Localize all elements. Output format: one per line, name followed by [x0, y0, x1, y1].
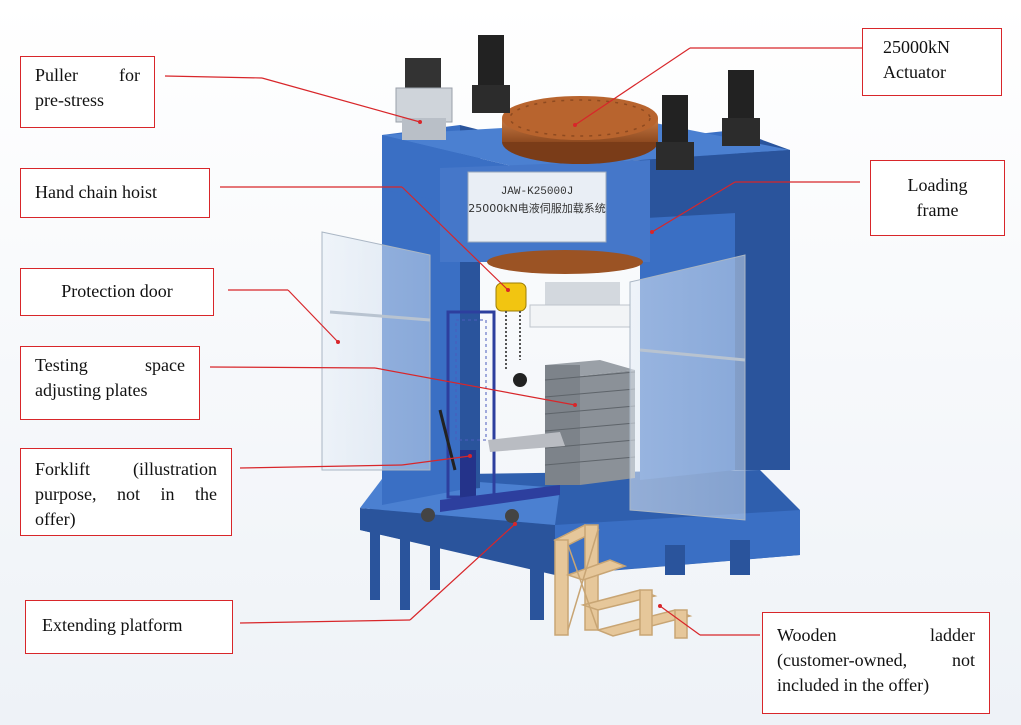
callout-actuator-line2: Actuator	[883, 62, 946, 82]
callout-frame-line2: frame	[916, 200, 959, 220]
callout-forklift-line3: offer)	[35, 509, 76, 529]
tie-rod-nuts	[472, 35, 760, 170]
callout-platform-text: Extending platform	[42, 615, 183, 635]
callout-actuator: 25000kN Actuator	[862, 28, 1002, 96]
callout-forklift-line2: purpose, not in the	[35, 484, 217, 504]
puller-device	[395, 58, 453, 140]
forklift	[421, 310, 565, 523]
callout-puller-line2: pre-stress	[35, 90, 104, 110]
callout-frame: Loading frame	[870, 160, 1005, 236]
leader-lines	[164, 47, 862, 636]
callout-ladder-line1: Wooden ladder	[777, 625, 975, 645]
hand-chain-hoist	[495, 282, 527, 387]
callout-ladder-line3: included in the offer)	[777, 675, 930, 695]
callout-frame-line1: Loading	[907, 175, 968, 195]
protection-doors	[321, 231, 746, 521]
adjusting-plates	[544, 360, 636, 485]
callout-ladder: Wooden ladder (customer-owned, not inclu…	[762, 612, 990, 714]
callout-hoist: Hand chain hoist	[20, 168, 210, 218]
nameplate	[467, 171, 607, 243]
leader-endpoints	[336, 120, 662, 608]
callout-forklift: Forklift (illustration purpose, not in t…	[20, 448, 232, 536]
callout-plates-line1: Testing space	[35, 355, 185, 375]
callout-door: Protection door	[20, 268, 214, 316]
lower-platen	[487, 250, 643, 328]
nameplate-line2: 25000kN电液伺服加载系统	[468, 201, 606, 215]
callout-ladder-line2: (customer-owned, not	[777, 650, 975, 670]
callout-hoist-text: Hand chain hoist	[35, 182, 157, 202]
callout-door-text: Protection door	[61, 281, 173, 301]
nameplate-line1: JAW-K25000J	[501, 186, 574, 198]
wooden-ladder	[553, 524, 693, 639]
callout-actuator-line1: 25000kN	[883, 37, 950, 57]
callout-forklift-line1: Forklift (illustration	[35, 459, 217, 479]
callout-plates-line2: adjusting plates	[35, 380, 148, 400]
callout-puller: Puller for pre-stress	[20, 56, 155, 128]
callout-platform: Extending platform	[25, 600, 233, 654]
callout-plates: Testing space adjusting plates	[20, 346, 200, 420]
actuator	[502, 96, 658, 164]
callout-puller-line1: Puller for	[35, 65, 140, 85]
